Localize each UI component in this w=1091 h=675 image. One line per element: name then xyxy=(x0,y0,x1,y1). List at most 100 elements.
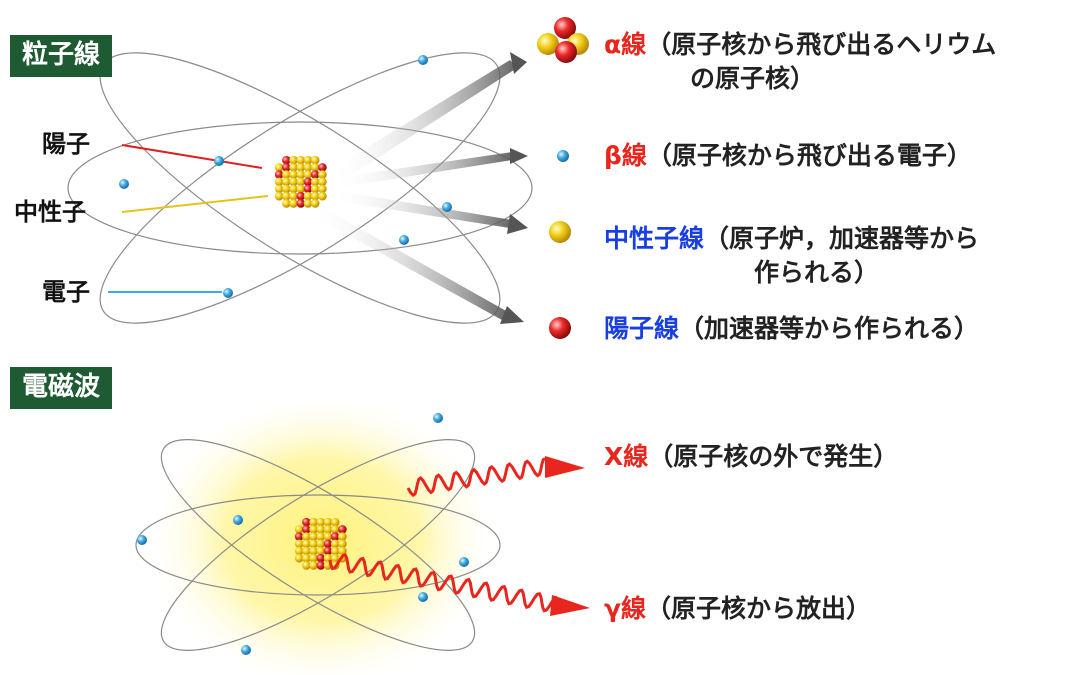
nucleus-neutron xyxy=(289,177,298,187)
nucleus-neutron xyxy=(294,546,304,556)
nucleus-neutron xyxy=(310,177,320,187)
nucleus-neutron xyxy=(296,184,306,194)
orbit-3 xyxy=(160,439,476,651)
nucleus-proton xyxy=(310,170,320,179)
nucleus-neutron xyxy=(289,184,298,194)
electron xyxy=(119,179,129,189)
nucleus-neutron xyxy=(316,532,326,541)
nucleus-neutron xyxy=(309,546,318,556)
nucleus-proton xyxy=(316,561,326,570)
electron-label: 電子 xyxy=(42,278,90,306)
xray-label: X線（原子核の外で発生） xyxy=(604,440,898,474)
nucleus-neutron xyxy=(309,532,318,541)
nucleus-neutron xyxy=(289,163,298,172)
nucleus-neutron xyxy=(316,539,326,549)
orbit-2 xyxy=(160,439,476,651)
proton-ray-name: 陽子線 xyxy=(604,314,680,343)
neutron-pointer xyxy=(121,195,269,213)
orbit-1 xyxy=(67,121,533,255)
nucleus-neutron xyxy=(330,539,340,549)
nucleus-proton xyxy=(282,163,291,172)
neutron-particle-icon xyxy=(549,221,571,243)
nucleus-proton xyxy=(316,553,326,563)
nucleus-proton xyxy=(296,191,306,201)
nucleus-neutron xyxy=(302,561,311,570)
electron xyxy=(442,202,452,212)
nucleus-neutron xyxy=(289,155,298,165)
alpha-ray-label: α線（原子核から飛び出るヘリウム xyxy=(604,28,996,62)
orbit-1 xyxy=(135,494,501,596)
beta-ray-shaft xyxy=(334,152,512,188)
nucleus-neutron xyxy=(303,191,313,201)
neutron-label: 中性子 xyxy=(14,198,86,226)
alpha-particle-icon xyxy=(537,17,589,63)
nucleus-neutron xyxy=(310,155,320,165)
electron xyxy=(418,592,428,602)
nucleus-neutron xyxy=(302,546,311,556)
nucleus-neutron xyxy=(318,184,327,194)
beta-particle-icon xyxy=(557,150,569,162)
xray-wave xyxy=(406,457,546,498)
proton-ray-shaft xyxy=(310,205,508,320)
nucleus-neutron xyxy=(303,199,313,208)
nucleus-neutron xyxy=(296,177,306,187)
nucleus-neutron xyxy=(282,177,291,187)
nucleus-proton xyxy=(282,155,291,165)
nucleus-top xyxy=(274,155,327,208)
nucleus-neutron xyxy=(330,553,340,563)
nucleus-neutron xyxy=(289,199,298,208)
nucleus-neutron xyxy=(282,199,291,208)
nucleus-neutron xyxy=(294,525,304,534)
alpha-ray-name: α線 xyxy=(604,30,647,59)
section-badge-particle: 粒子線 xyxy=(10,35,113,77)
nucleus-neutron xyxy=(318,191,327,201)
nucleus-neutron xyxy=(296,155,306,165)
nucleus-neutron xyxy=(323,532,333,541)
gamma-wave xyxy=(328,553,558,613)
nucleus-proton xyxy=(303,177,313,187)
gamma-ray-name: γ線 xyxy=(604,594,647,623)
nucleus-proton xyxy=(303,184,313,194)
nucleus-neutron xyxy=(274,163,284,172)
nucleus-neutron xyxy=(310,184,320,194)
nucleus-neutron xyxy=(338,546,347,556)
nucleus-neutron xyxy=(303,155,313,165)
proton-label: 陽子 xyxy=(42,130,90,158)
neutron-ray-desc-1: （原子炉，加速器等から xyxy=(704,224,980,253)
nucleus-neutron xyxy=(302,553,311,563)
beta-arrowhead xyxy=(510,148,528,164)
nucleus-proton xyxy=(323,546,333,556)
gamma-ray-label: γ線（原子核から放出） xyxy=(604,592,871,626)
nucleus-neutron xyxy=(310,199,320,208)
nucleus-neutron xyxy=(330,525,340,534)
nucleus-proton xyxy=(274,170,284,179)
neutron-ray-shaft xyxy=(330,190,512,228)
nucleus-neutron xyxy=(316,546,326,556)
wave-atom xyxy=(135,390,590,675)
proton-particle-icon xyxy=(549,317,571,339)
nucleus-proton xyxy=(294,532,304,541)
proton-ray-desc: （加速器等から作られる） xyxy=(679,314,980,343)
nucleus-neutron xyxy=(296,163,306,172)
nucleus-neutron xyxy=(318,177,327,187)
nucleus-neutron xyxy=(294,539,304,549)
nucleus-neutron xyxy=(303,170,313,179)
nucleus-neutron xyxy=(310,191,320,201)
nucleus-neutron xyxy=(294,553,304,563)
nucleus-neutron xyxy=(282,191,291,201)
beta-ray-label: β線（原子核から飛び出る電子） xyxy=(604,139,972,173)
neutron-ray-name: 中性子線 xyxy=(604,224,705,253)
gamma-ray-desc: （原子核から放出） xyxy=(646,594,872,623)
nucleus-neutron xyxy=(302,539,311,549)
nucleus-neutron xyxy=(309,517,318,527)
electron xyxy=(418,55,428,65)
electron xyxy=(233,515,243,525)
nucleus-neutron xyxy=(323,525,333,534)
nucleus-neutron xyxy=(318,170,327,179)
alpha-ray-desc-2: の原子核） xyxy=(690,64,816,93)
electron xyxy=(399,235,409,245)
electron xyxy=(223,288,233,298)
xray-arrowhead xyxy=(545,456,585,478)
nucleus-neutron xyxy=(338,532,347,541)
nucleus-neutron xyxy=(303,163,313,172)
